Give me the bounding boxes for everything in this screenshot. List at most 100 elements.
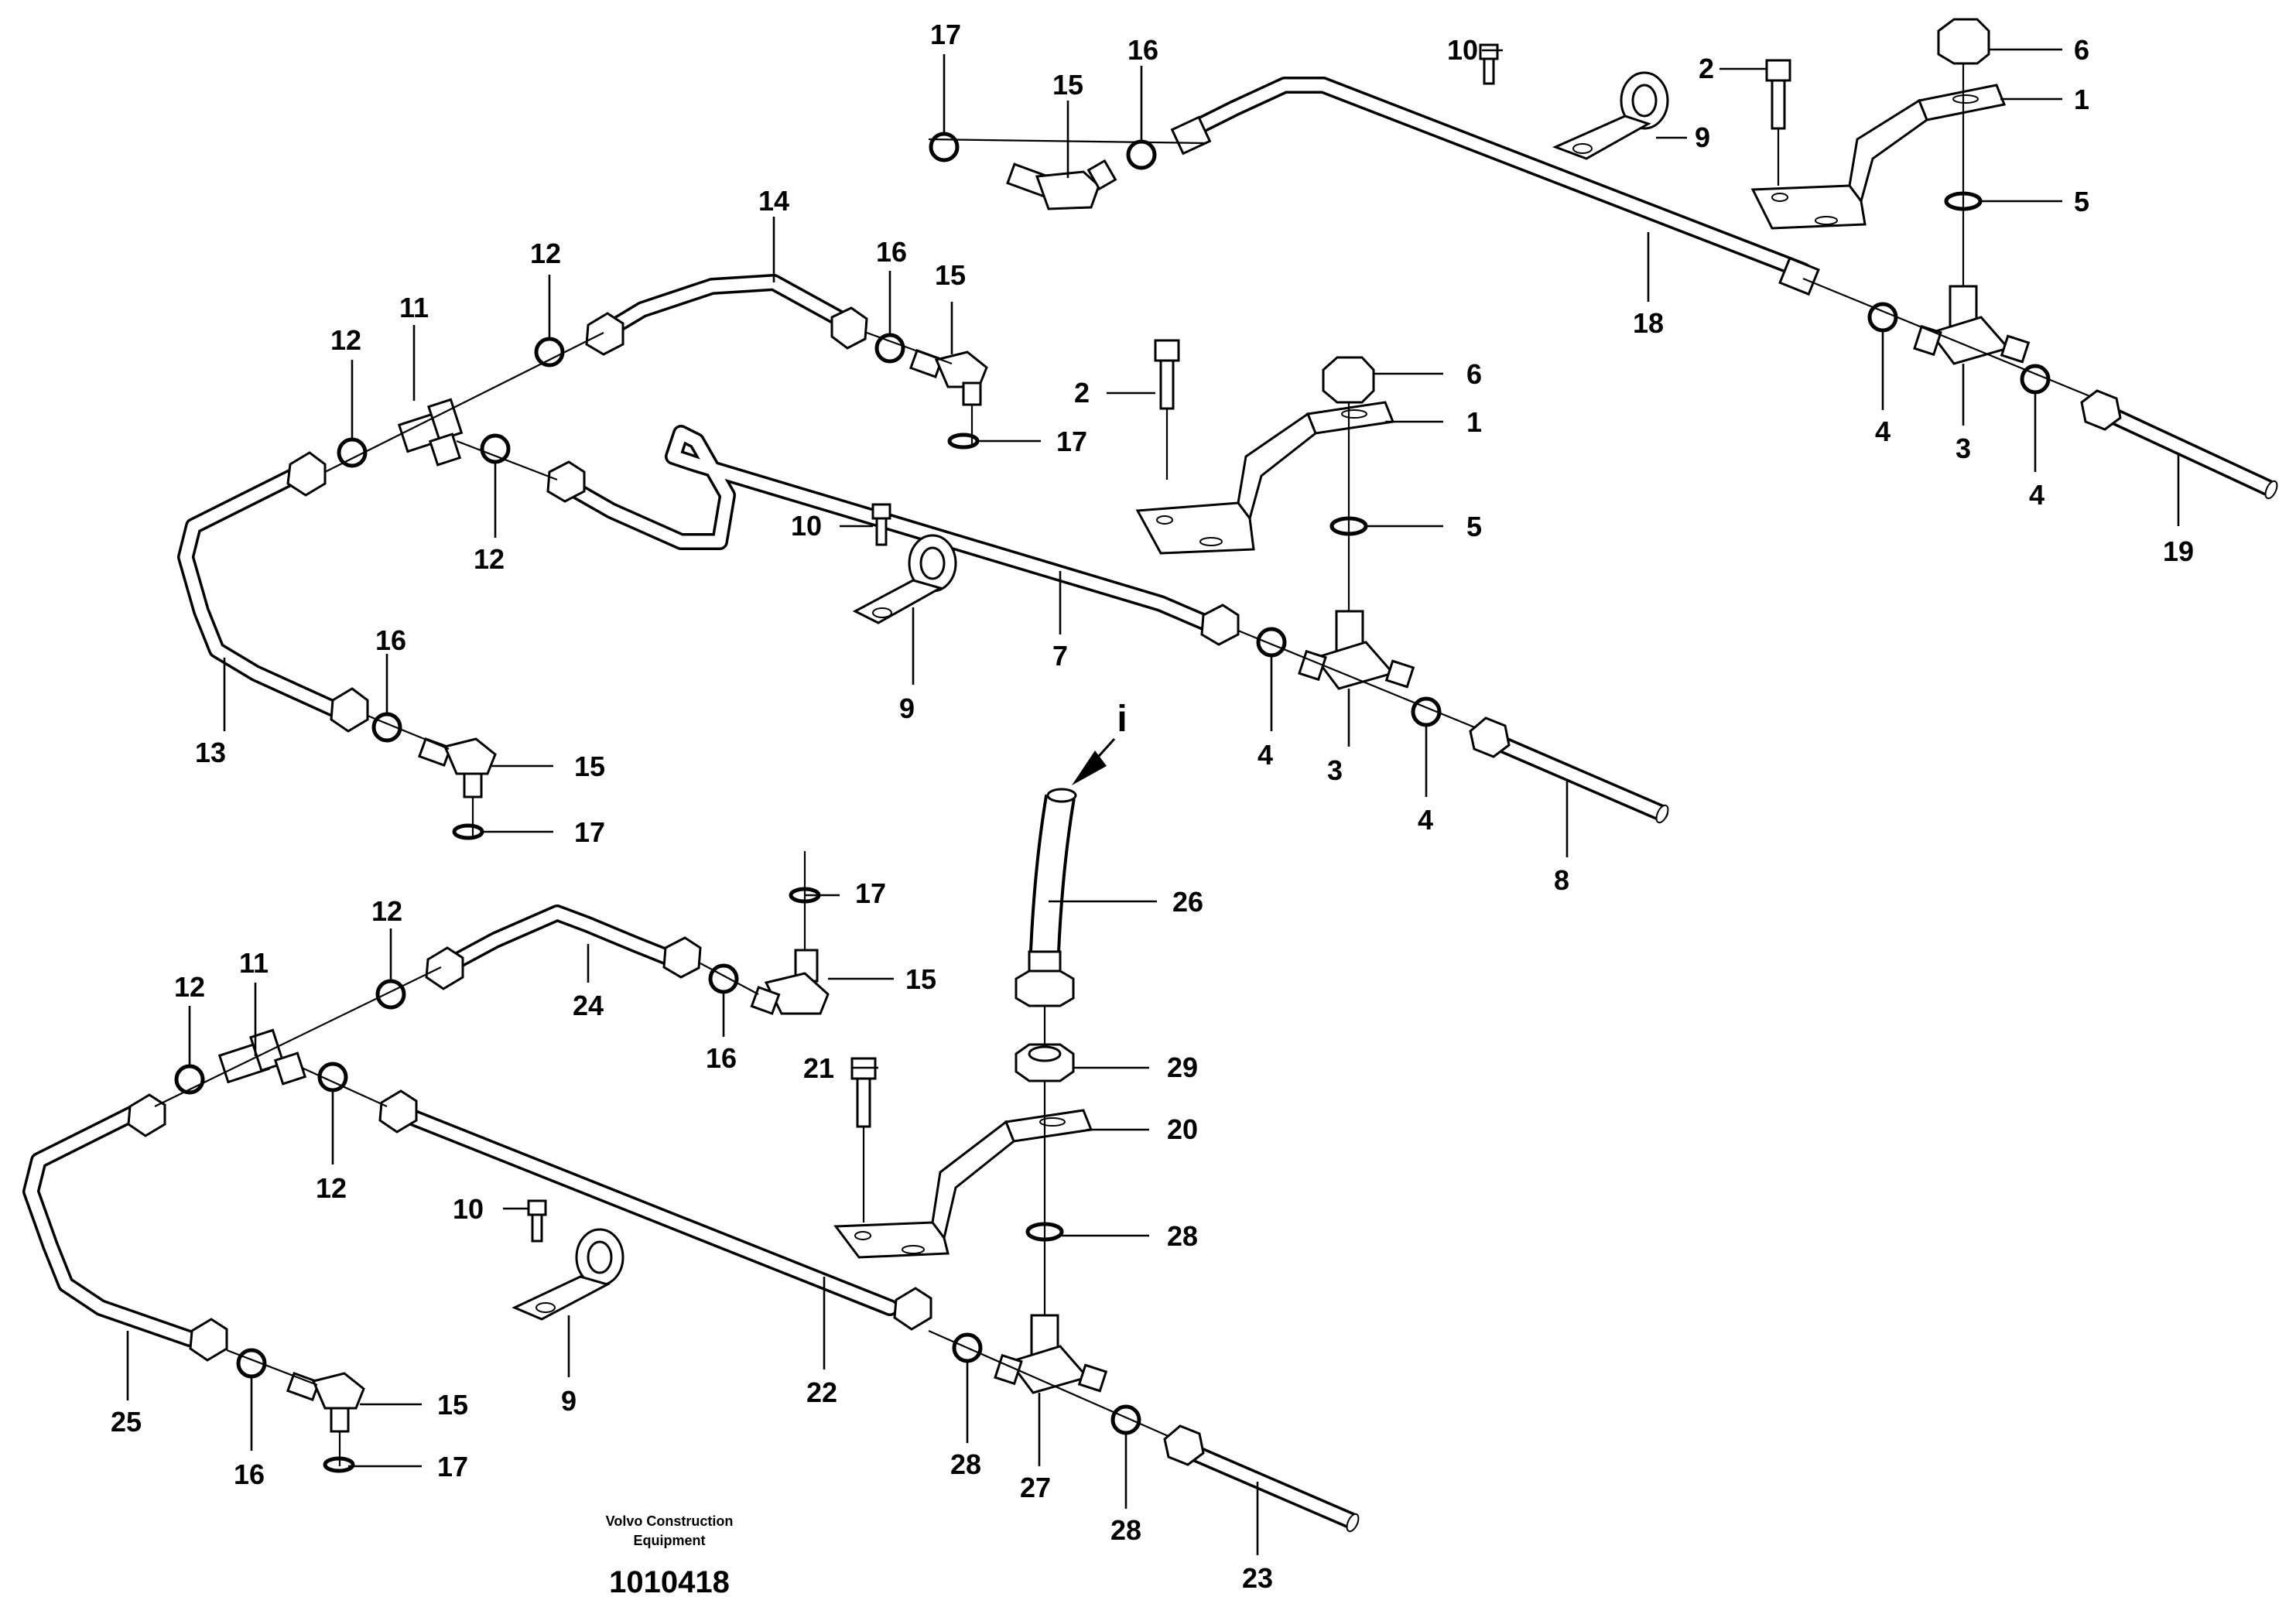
callout-26: 26 [1172,886,1203,918]
callout-12: 12 [474,543,505,575]
callout-27: 27 [1020,1472,1051,1503]
callout-9: 9 [1695,121,1710,153]
bolt-10-mid [871,503,891,546]
callout-15: 15 [935,259,966,291]
callout-1: 1 [2074,84,2089,115]
bolt-10-low [527,1199,547,1243]
info-marker: i [1117,699,1127,740]
nut-29 [1015,1043,1075,1082]
pipe-14 [585,274,868,356]
callout-14: 14 [758,185,789,217]
callout-2: 2 [1074,377,1090,409]
o-ring-28 [1025,1222,1064,1242]
callout-17: 17 [1056,426,1087,457]
clamp-9-mid [852,534,957,624]
callout-numbers: 17 15 16 10 2 9 6 1 5 18 4 3 4 19 14 12 … [111,19,2194,1594]
callout-3: 3 [1956,433,1971,464]
pipe-25 [22,1093,228,1362]
o-ring-28 [1110,1404,1141,1435]
o-ring-4 [1256,627,1287,658]
callout-28: 28 [1110,1514,1141,1546]
callout-9: 9 [561,1385,577,1417]
callout-25: 25 [111,1406,142,1438]
o-ring-17 [452,823,484,840]
nut-6-mid [1322,356,1375,611]
callout-20: 20 [1167,1113,1198,1145]
callout-16: 16 [876,236,907,268]
callout-17: 17 [855,877,886,909]
o-ring [929,132,960,162]
callout-22: 22 [806,1376,837,1408]
callout-4: 4 [1257,739,1273,771]
callout-24: 24 [573,990,604,1021]
bolt-2-mid [1154,339,1180,480]
callout-16: 16 [375,624,406,656]
callout-13: 13 [195,737,226,768]
bolt-21 [850,1057,877,1222]
o-ring-12 [337,437,368,468]
callout-8: 8 [1554,864,1569,896]
assembly-lower [22,851,1360,1533]
o-ring-16 [708,963,739,994]
pipe-18 [1170,77,1820,296]
callout-15: 15 [905,963,936,995]
callout-4: 4 [1875,415,1891,447]
pipe-19 [2080,389,2278,500]
callout-21: 21 [803,1052,834,1084]
callout-16: 16 [706,1042,737,1074]
bracket-1-top [1750,84,2007,230]
elbow-fitting-15-mid [908,348,988,406]
pipe-13 [177,451,369,733]
pipe-23 [1163,1424,1360,1533]
callout-16: 16 [1127,34,1158,66]
elbow-fitting-15-top [1006,159,1117,210]
callout-11: 11 [239,947,269,979]
callout-6: 6 [1466,358,1482,390]
bracket-20 [833,1109,1093,1259]
callout-9: 9 [899,692,915,724]
callout-17: 17 [930,19,961,50]
drawing-number: 1010418 [609,1565,730,1599]
o-ring [1126,139,1157,170]
callout-28: 28 [950,1448,981,1480]
pipe-7 [546,425,1240,646]
elbow-fitting-15-mid-low [750,949,830,1015]
callout-16: 16 [234,1458,265,1490]
bracket-1-mid [1135,401,1395,555]
callout-15: 15 [1052,69,1083,101]
o-ring-12 [534,337,565,368]
callout-17: 17 [574,816,605,848]
callout-12: 12 [174,971,205,1003]
o-ring-16 [236,1348,267,1379]
tee-fitting-27 [994,1314,1108,1394]
callout-19: 19 [2163,535,2194,567]
assembly-middle [177,274,1669,840]
bolt-10-top [1479,43,1499,85]
callout-4: 4 [1418,804,1433,836]
callout-1: 1 [1466,406,1482,438]
callout-4: 4 [2029,479,2045,511]
clamp-9-top [1552,71,1669,160]
callout-7: 7 [1052,640,1068,672]
callout-18: 18 [1633,307,1664,339]
clamp-9-low [512,1228,624,1321]
callout-5: 5 [1466,511,1482,542]
callout-3: 3 [1327,754,1343,786]
elbow-fitting-15-low [417,737,497,798]
o-ring-28 [952,1332,983,1363]
elbow-fitting-15-bottom [286,1371,365,1433]
callout-12: 12 [316,1172,347,1204]
tee-fitting-3-mid [1298,610,1415,690]
nut-6-top [1937,18,1990,286]
o-ring-12 [317,1062,348,1093]
callout-5: 5 [2074,186,2089,217]
company-name-line1: Volvo Construction [606,1513,734,1529]
callout-10: 10 [1447,34,1478,66]
callout-29: 29 [1167,1051,1198,1083]
o-ring-16 [874,333,905,364]
callout-28: 28 [1167,1220,1198,1252]
tee-fitting-3-top [1913,285,2031,365]
callout-11: 11 [399,292,429,323]
company-name-line2: Equipment [634,1533,706,1548]
